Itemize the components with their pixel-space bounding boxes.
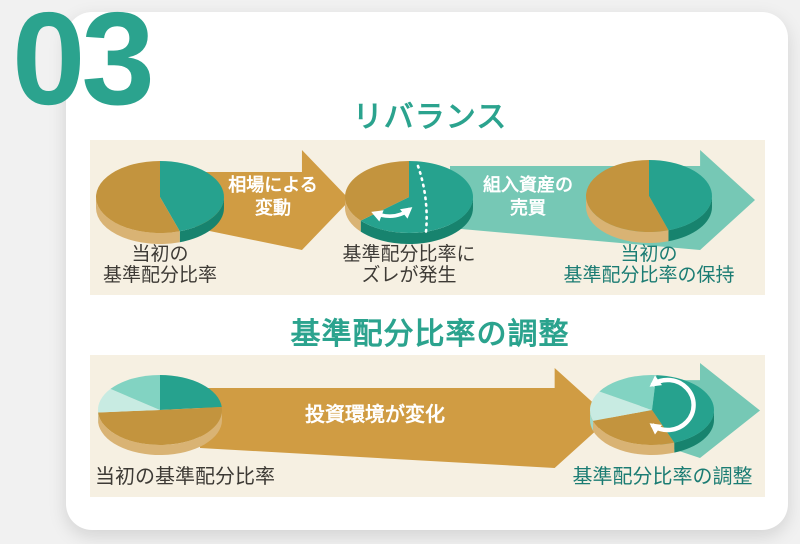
adjusted-ratio-label: 基準配分比率の調整 [572,466,753,488]
drifted-ratio-label: 基準配分比率に ズレが発生 [319,244,499,286]
initial-ratio-label: 当初の 基準配分比率 [70,244,250,286]
restored-ratio-label: 当初の 基準配分比率の保持 [549,244,749,286]
caption-line: 変動 [255,198,291,218]
title-rebalance: リバランス [352,101,508,134]
label-line: 基準配分比率の保持 [563,265,735,286]
caption-line: 組入資産の [483,175,573,195]
market-fluctuation-caption: 相場による 変動 [203,174,343,220]
title-ratio-adjustment: 基準配分比率の調整 [290,318,570,351]
label-line: 基準配分比率 [102,265,217,286]
label-line: ズレが発生 [361,265,457,286]
asset-trading-caption: 組入資産の 売買 [448,174,608,220]
initial-four-asset-label: 当初の基準配分比率 [95,466,275,488]
environment-change-caption: 投資環境が変化 [305,404,445,426]
section-number: 03 [12,0,155,132]
label-line: 基準配分比率に [342,244,476,265]
label-line: 当初の [620,244,678,265]
caption-line: 相場による [228,175,318,195]
label-line: 当初の [131,244,189,265]
caption-line: 売買 [510,198,546,218]
